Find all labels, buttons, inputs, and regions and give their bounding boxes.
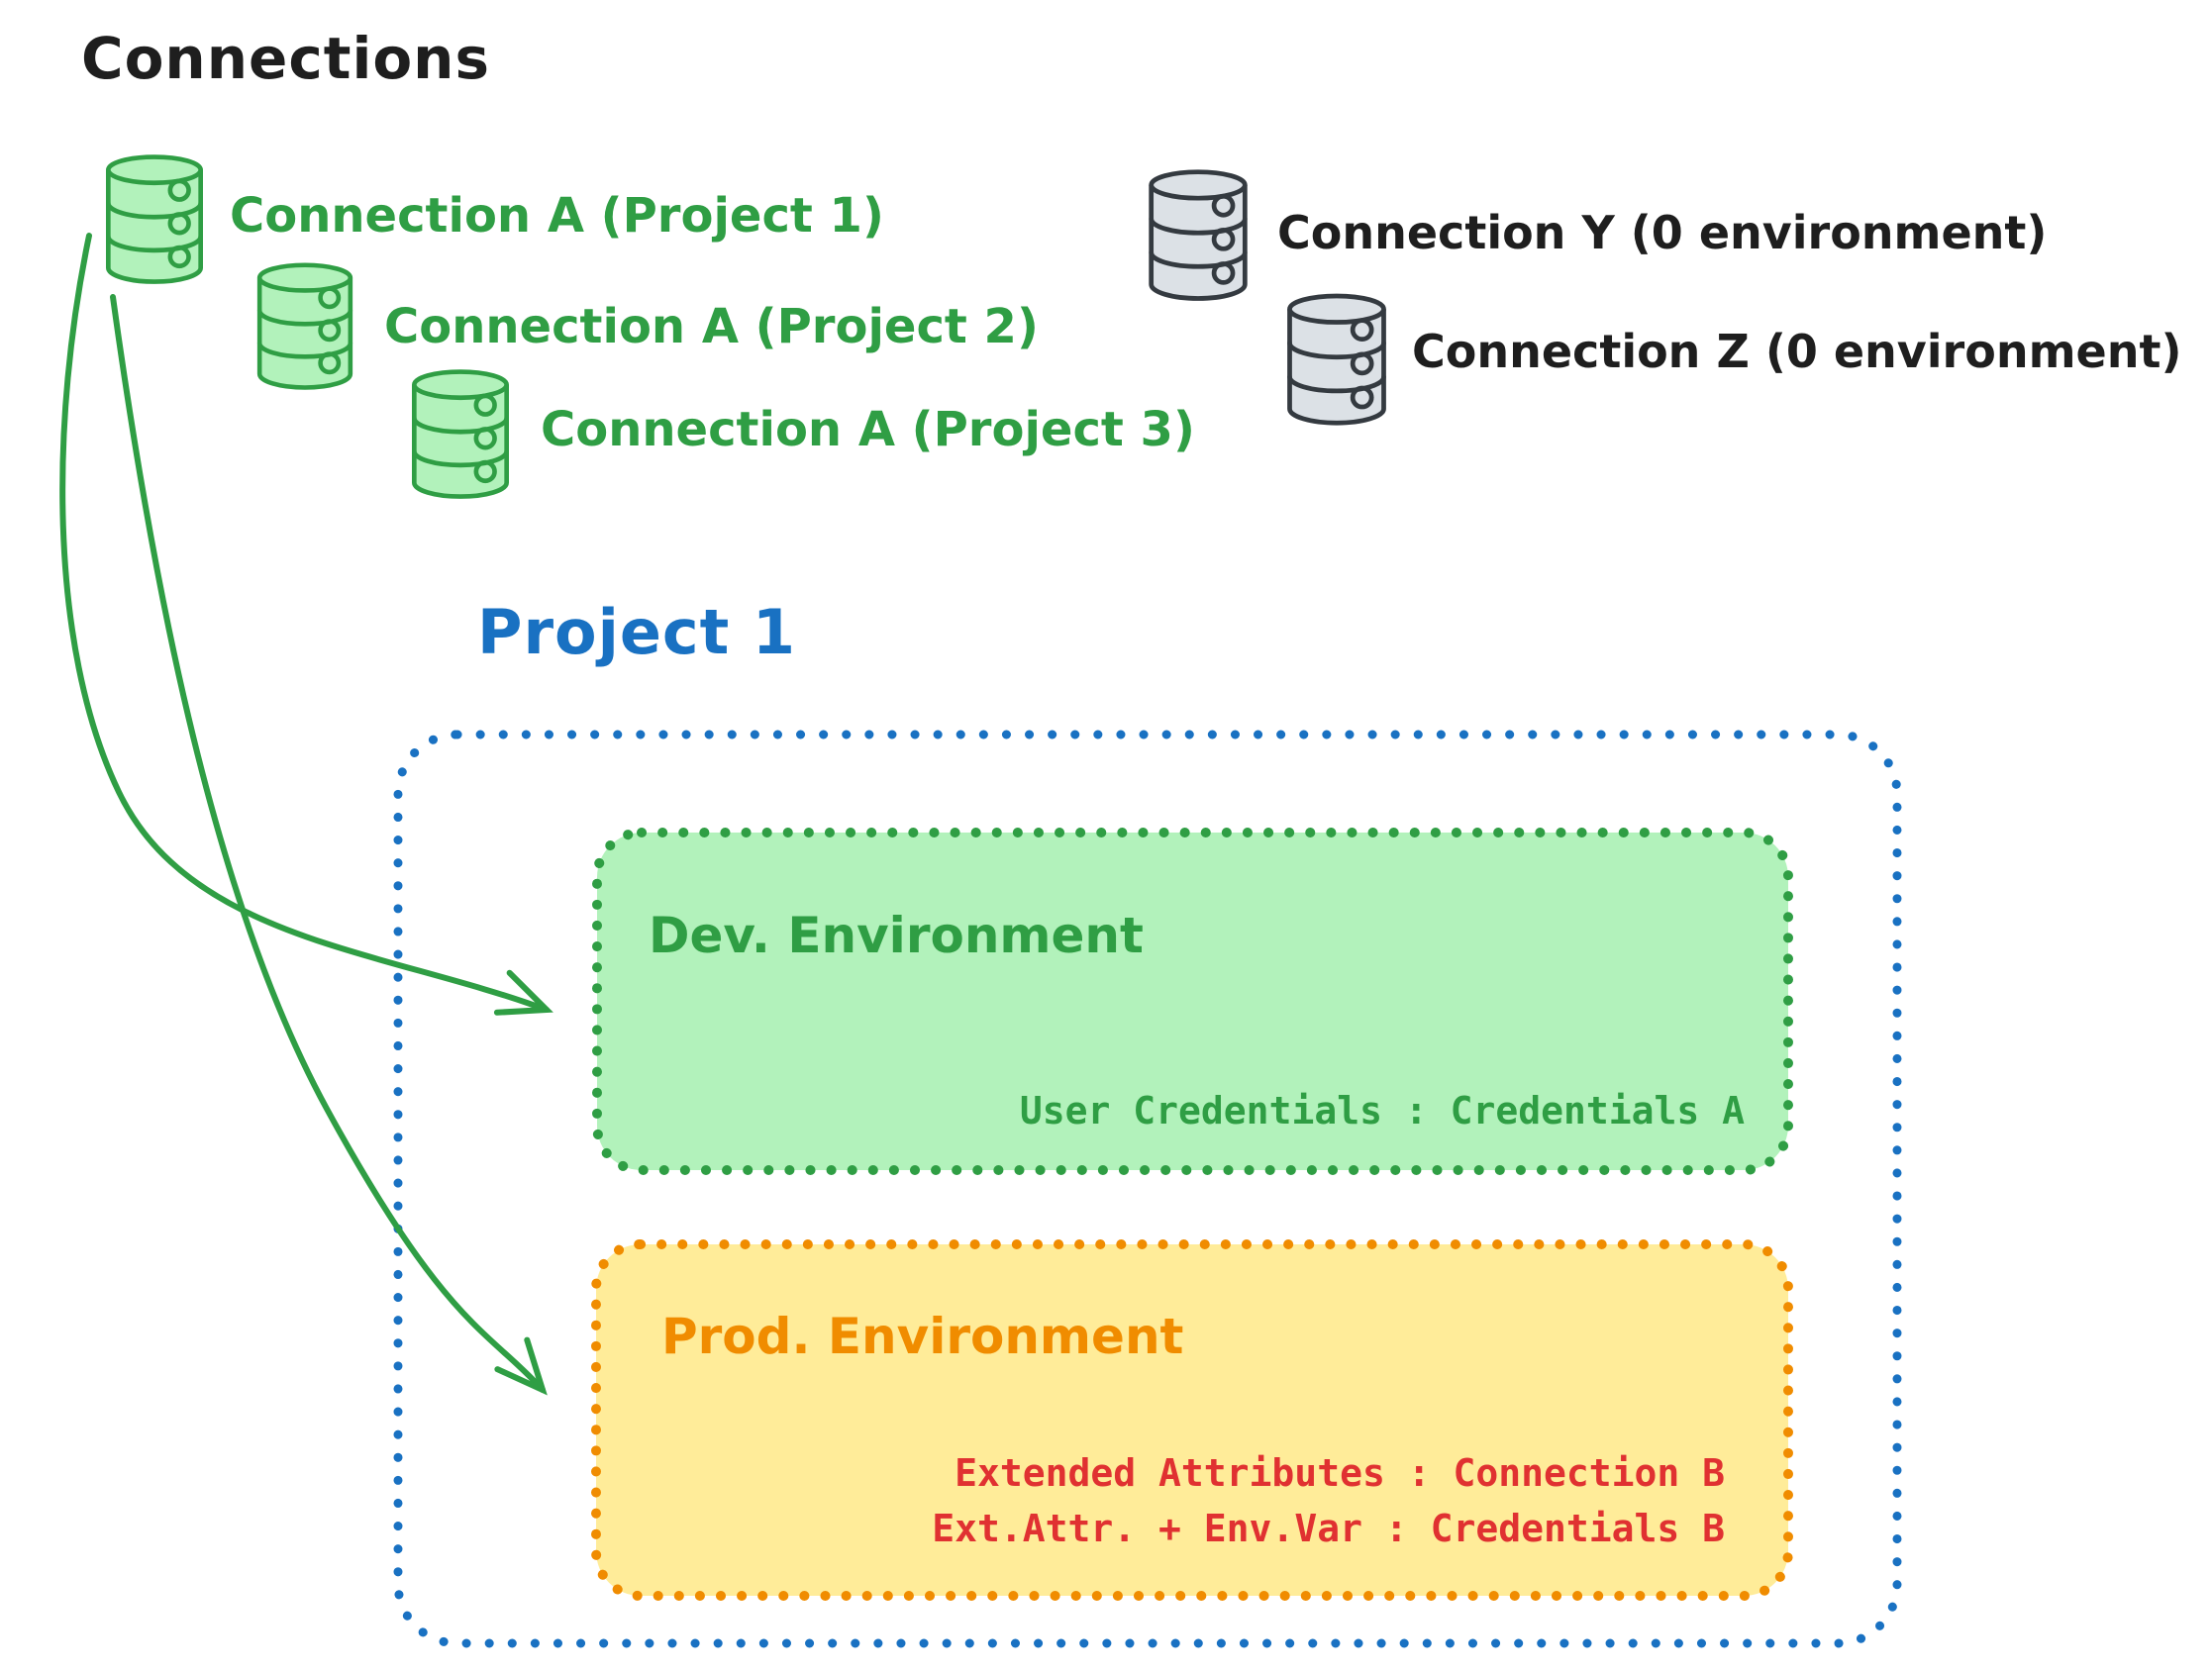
label-connection-a-project-3: Connection A (Project 3)	[541, 402, 1195, 457]
project-1-title: Project 1	[477, 596, 797, 668]
label-connection-y: Connection Y (0 environment)	[1277, 206, 2048, 259]
prod-environment-box	[591, 1239, 1793, 1601]
dev-environment-credentials-line: User Credentials : Credentials A	[1019, 1089, 1745, 1132]
database-icon-connection-z	[1290, 296, 1384, 423]
database-icon-connection-y	[1152, 172, 1246, 299]
label-connection-a-project-1: Connection A (Project 1)	[230, 188, 884, 244]
connections-heading: Connections	[81, 25, 490, 92]
arrow-connection-a-to-dev-environment	[59, 233, 553, 1016]
dev-environment-box	[592, 828, 1793, 1175]
label-connection-z: Connection Z (0 environment)	[1412, 325, 2182, 378]
database-icon-connection-a-project-3	[414, 372, 506, 497]
prod-environment-mapping-lines: Extended Attributes : Connection B Ext.A…	[614, 1445, 1725, 1556]
database-icon-connection-a-project-2	[259, 265, 351, 388]
arrow-connection-a-to-prod-environment	[110, 294, 548, 1396]
prod-environment-line-ext-attr-env-var: Ext.Attr. + Env.Var : Credentials B	[932, 1507, 1725, 1550]
prod-environment-line-extended-attributes: Extended Attributes : Connection B	[955, 1451, 1725, 1495]
project-1-container-box	[393, 730, 1902, 1648]
label-connection-a-project-2: Connection A (Project 2)	[384, 299, 1039, 354]
database-icon-connection-a-project-1	[108, 157, 200, 282]
prod-environment-title: Prod. Environment	[661, 1308, 1184, 1365]
dev-environment-title: Dev. Environment	[649, 907, 1144, 964]
